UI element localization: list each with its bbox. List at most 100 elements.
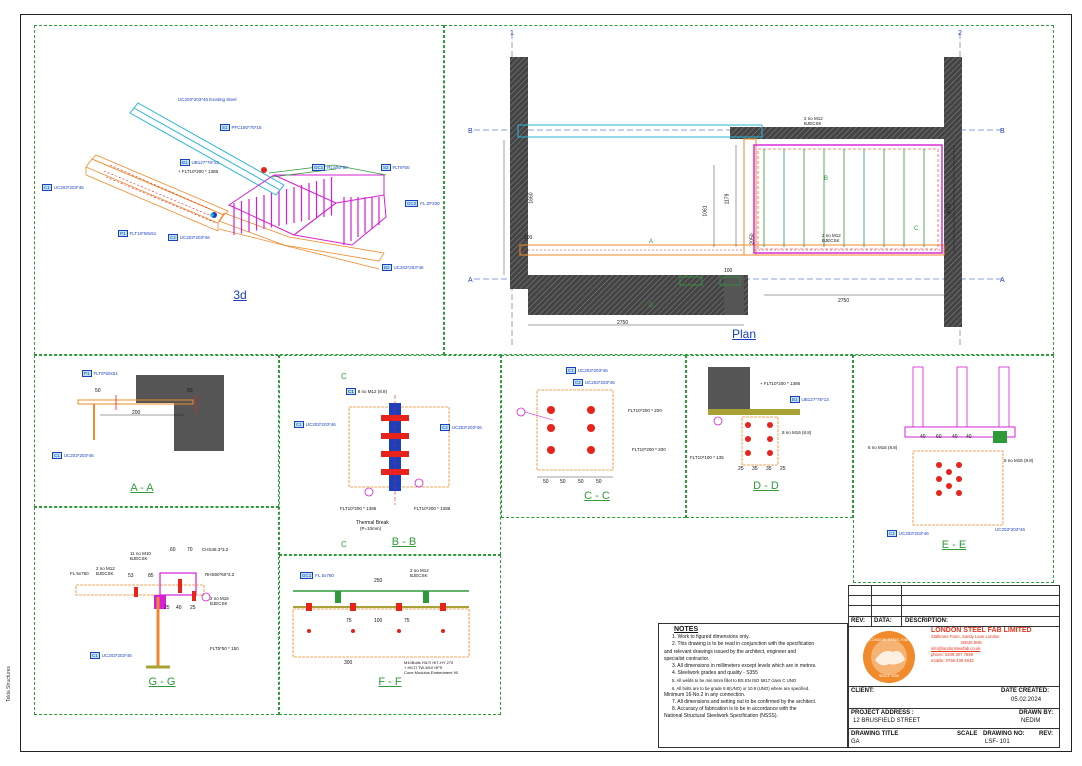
gg-dim-25a: 25 <box>164 605 170 611</box>
view-cc-drawing <box>516 389 614 478</box>
plan-bolts-1: 2 no M12 BJECSK <box>804 116 823 126</box>
ff-dim-75a: 75 <box>346 618 352 624</box>
grid-marker-a-left: A <box>468 277 473 284</box>
bolt <box>306 603 312 611</box>
view-ff-box <box>279 555 501 715</box>
view-title-bb: B - B <box>391 536 417 548</box>
ff-dim-75b: 75 <box>404 618 410 624</box>
label-bb-thermal2: (P=10mm) <box>360 526 382 531</box>
tb-date-created: 05.02.2024 <box>1011 697 1042 703</box>
connection-node <box>261 167 267 173</box>
company-phone: phone: 0208 307 7898 <box>931 652 973 657</box>
tb-description: DESCRIPTION: <box>905 618 949 624</box>
bolt <box>587 406 595 414</box>
company-address2: WD25 8HE <box>961 640 982 645</box>
svg-text:B: B <box>824 176 828 182</box>
dd-dim-1: 25 <box>738 466 744 472</box>
plate-dd <box>708 409 800 415</box>
gg-dim-70: 70 <box>187 547 193 553</box>
note-line: 7. All dimensions and setting out to be … <box>672 699 817 706</box>
tb-project-label: PROJECT ADDRESS : <box>851 710 914 716</box>
tb-data: DATA: <box>874 618 892 624</box>
side-text: Tekla Structures <box>6 666 12 702</box>
note-line: 4. Steelwork grades and quality - S355 <box>672 670 758 677</box>
bolt <box>956 490 962 496</box>
dd-bolts <box>745 422 773 456</box>
view-title-ee: E - E <box>941 539 967 551</box>
notes-panel: NOTES 1. Work to figured dimensions only… <box>658 623 848 748</box>
view-gg-drawing <box>75 572 211 669</box>
plan-dim-1061: 1061 <box>702 205 709 217</box>
plan-dim-1660: 1660 <box>528 192 535 204</box>
view-ee-box <box>853 355 1054 583</box>
sheet-border <box>20 14 1072 752</box>
tb-title-label: DRAWING TITLE <box>851 731 899 737</box>
note-line: National Structural Steelwork Specificat… <box>664 713 778 720</box>
svg-text:A: A <box>649 239 653 245</box>
tb-drawn-label: DRAWN BY: <box>1019 710 1054 716</box>
label-ee-uc2: UC203*203*46 <box>995 527 1026 532</box>
view-aa-box <box>34 355 279 507</box>
note-line: and relevant drawings issued by the arch… <box>664 648 797 655</box>
wall-left <box>510 57 528 289</box>
tb-rev: REV: <box>851 618 866 624</box>
company-logo: LONDON STEEL FAB SINCE 1999 <box>863 631 915 683</box>
tb-date-created-label: DATE CREATED: <box>1001 688 1050 694</box>
ff-dim-100: 100 <box>374 618 383 624</box>
bolt-plate <box>381 433 409 439</box>
cc-bolts <box>547 406 595 454</box>
view-title-ff: F - F <box>378 676 402 688</box>
bolt <box>396 603 402 611</box>
bolt <box>767 422 773 428</box>
existing-beam-plan <box>517 124 763 138</box>
wall-top <box>730 127 960 139</box>
label-gg-bolt1: 2 no M12 BJECSK <box>96 566 115 576</box>
wall-aa <box>136 375 224 403</box>
view-plan-box <box>444 25 1054 355</box>
note-line: specialist contractor. <box>664 655 710 662</box>
ff-bolts <box>306 603 446 633</box>
view-ee-drawing <box>904 366 1016 526</box>
label-cc-flt2: FLT10*200 * 200 <box>632 447 666 452</box>
slab-edge <box>724 275 744 315</box>
note-line: 3. All dimensions in millimeters except … <box>672 663 817 670</box>
label-3d-existing: UC203*203*46 Existing Steel <box>178 97 237 102</box>
floor-slab <box>528 275 748 315</box>
company-address1: Stallmore Farm, Sandy Lane London <box>931 634 1000 639</box>
aa-dim-50b: 50 <box>187 388 193 394</box>
label-ff-note1: M10Bolts HILTI HIT-HY 270 <box>404 660 454 665</box>
plan-bolts-2: 2 no M12 BJECSK <box>822 233 841 243</box>
view-title-aa: A - A <box>130 482 154 494</box>
grid-marker-a-right: A <box>1000 277 1005 284</box>
bolt <box>946 469 952 475</box>
title-block: REV: DATA: DESCRIPTION: LONDON STEEL FAB… <box>848 585 1060 748</box>
grid-marker-b-right: B <box>1000 128 1005 135</box>
plan-dim-2750b: 2750 <box>838 298 850 304</box>
bolt <box>745 422 751 428</box>
tb-scale-label: SCALE <box>957 731 978 737</box>
plan-dim-3073: 3073 <box>946 203 953 215</box>
tb-client-label: CLIENT: <box>851 688 874 694</box>
bolt <box>956 462 962 468</box>
balusters-3d <box>233 177 380 245</box>
bolt <box>936 476 942 482</box>
dd-dim-4: 25 <box>780 466 786 472</box>
cc-dim-3: 50 <box>578 479 584 485</box>
connection-node <box>210 213 214 217</box>
balustrade-plan <box>753 144 943 254</box>
label-gg-bolt2: 11 no M10 BJECSK <box>130 551 151 561</box>
cc-dim-2: 50 <box>560 479 566 485</box>
balustrade-3d <box>227 174 387 246</box>
note-line: 6. All bolts are to be grade 8.8(UNO) or… <box>672 685 810 691</box>
